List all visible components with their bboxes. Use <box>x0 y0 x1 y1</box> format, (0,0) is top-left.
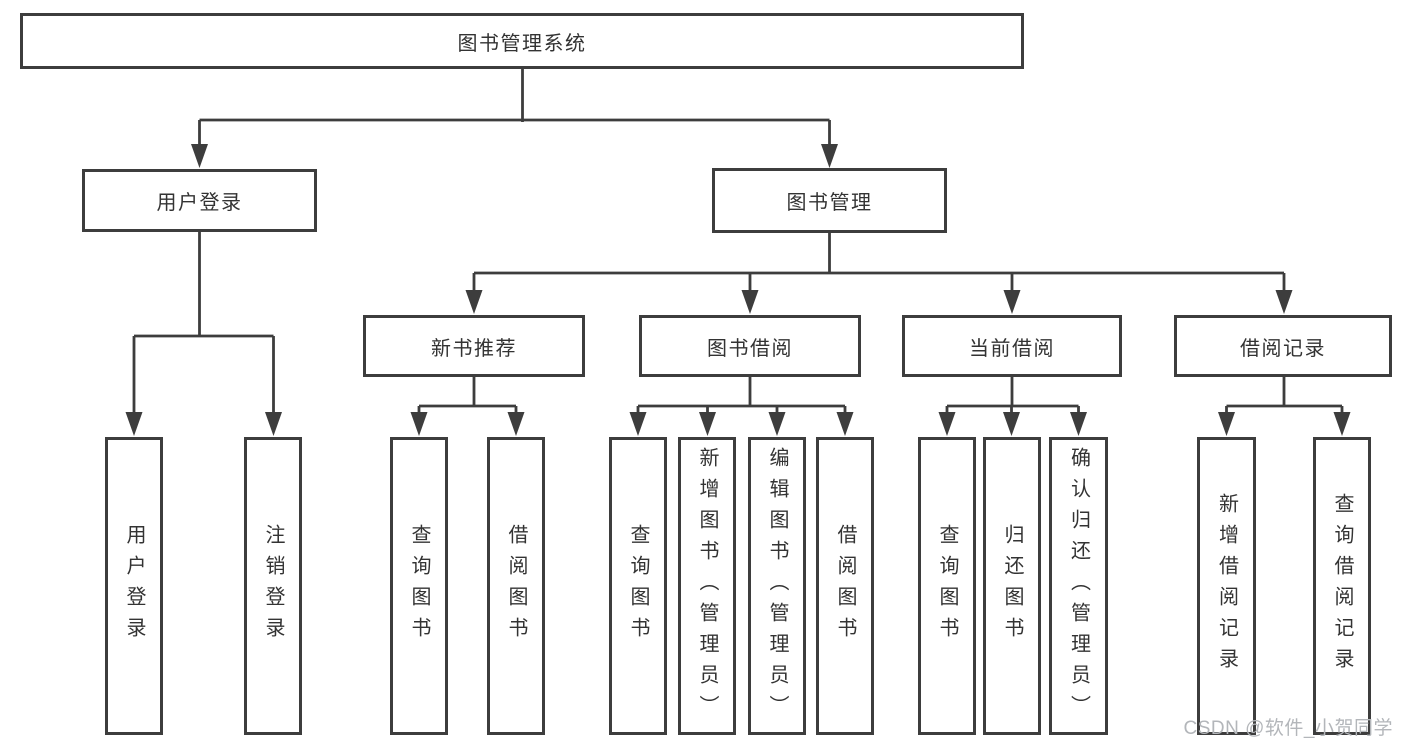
leaf-query-books-borrowing-label: 查询图书 <box>627 524 649 648</box>
node-book-borrowing: 图书借阅 <box>639 315 861 377</box>
leaf-query-books-borrowing: 查询图书 <box>609 437 667 735</box>
arrowhead-icon <box>265 412 282 436</box>
arrowhead-icon <box>938 412 956 436</box>
leaf-edit-books-admin: 编辑图书（管理员） <box>748 437 806 735</box>
node-user-login-label: 用户登录 <box>156 192 243 214</box>
node-root-label: 图书管理系统 <box>457 32 587 55</box>
arrowhead-icon <box>821 144 838 168</box>
leaf-logout-label: 注销登录 <box>262 524 284 648</box>
leaf-query-borrow-record-label: 查询借阅记录 <box>1331 493 1353 679</box>
arrowhead-icon <box>465 290 483 314</box>
leaf-query-books-current-label: 查询图书 <box>936 524 958 648</box>
connector-path <box>132 69 1344 416</box>
arrowhead-icon <box>1333 412 1351 436</box>
arrowhead-icon <box>836 412 854 436</box>
arrowhead-icon <box>741 290 759 314</box>
leaf-return-books-label: 归还图书 <box>1001 524 1023 648</box>
node-current-borrowing-label: 当前借阅 <box>969 337 1055 360</box>
node-current-borrowing: 当前借阅 <box>902 315 1122 377</box>
watermark: CSDN @软件_小贺同学 <box>1183 718 1393 739</box>
node-book-management: 图书管理 <box>712 168 947 233</box>
leaf-query-borrow-record: 查询借阅记录 <box>1313 437 1371 735</box>
node-borrowing-records: 借阅记录 <box>1174 315 1392 377</box>
leaf-user-login-label: 用户登录 <box>123 524 145 648</box>
node-borrowing-records-label: 借阅记录 <box>1240 337 1326 360</box>
arrowhead-icon <box>1218 412 1235 436</box>
arrowhead-icon <box>410 412 428 436</box>
arrowhead-icon <box>1070 412 1087 436</box>
leaf-borrow-books-recommend-label: 借阅图书 <box>505 524 527 648</box>
arrowhead-icon <box>1275 290 1293 314</box>
arrowhead-icon <box>507 412 525 436</box>
leaf-user-login: 用户登录 <box>105 437 163 735</box>
node-user-login: 用户登录 <box>82 169 317 232</box>
leaf-borrow-books: 借阅图书 <box>816 437 874 735</box>
arrowhead-icon <box>1003 412 1020 436</box>
leaf-query-books-recommend: 查询图书 <box>390 437 448 735</box>
leaf-query-books-current: 查询图书 <box>918 437 976 735</box>
leaf-add-books-admin-label: 新增图书（管理员） <box>696 446 718 726</box>
leaf-return-books: 归还图书 <box>983 437 1041 735</box>
leaf-borrow-books-recommend: 借阅图书 <box>487 437 545 735</box>
node-root: 图书管理系统 <box>20 13 1024 69</box>
arrowhead-icon <box>1003 290 1021 314</box>
arrowhead-icon <box>125 412 143 436</box>
node-new-book-recommend-label: 新书推荐 <box>431 337 517 360</box>
leaf-add-books-admin: 新增图书（管理员） <box>678 437 736 735</box>
arrowhead-icon <box>699 412 716 436</box>
leaf-borrow-books-label: 借阅图书 <box>834 524 856 648</box>
leaf-confirm-return-admin: 确认归还（管理员） <box>1049 437 1108 735</box>
leaf-query-books-recommend-label: 查询图书 <box>408 524 430 648</box>
node-book-management-label: 图书管理 <box>786 192 873 214</box>
arrowheads <box>125 144 1351 436</box>
leaf-confirm-return-admin-label: 确认归还（管理员） <box>1067 446 1090 726</box>
leaf-edit-books-admin-label: 编辑图书（管理员） <box>766 446 788 726</box>
node-book-borrowing-label: 图书借阅 <box>707 337 793 360</box>
leaf-add-borrow-record: 新增借阅记录 <box>1197 437 1256 735</box>
node-new-book-recommend: 新书推荐 <box>363 315 585 377</box>
arrowhead-icon <box>191 144 208 168</box>
arrowhead-icon <box>629 412 647 436</box>
leaf-add-borrow-record-label: 新增借阅记录 <box>1215 493 1238 679</box>
leaf-logout: 注销登录 <box>244 437 302 735</box>
arrowhead-icon <box>768 412 786 436</box>
